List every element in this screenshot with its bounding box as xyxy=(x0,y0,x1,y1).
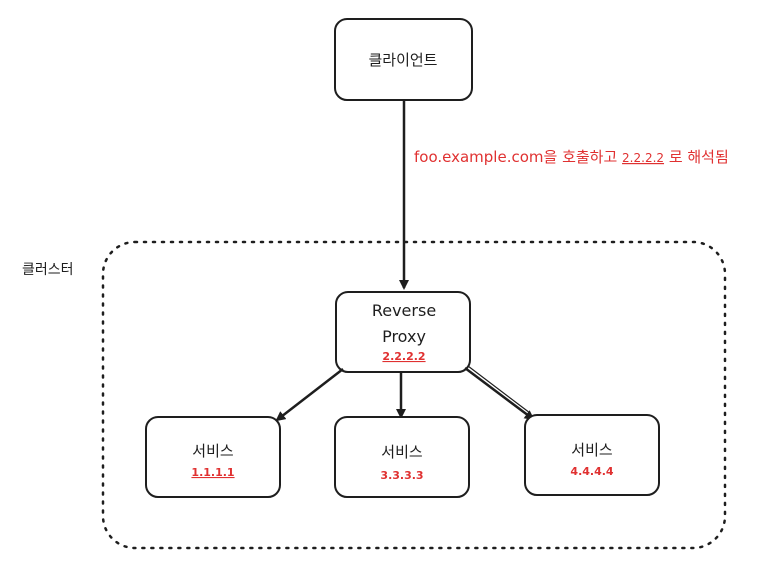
cluster-boundary xyxy=(101,240,727,550)
reverse-proxy-node: Reverse Proxy 2.2.2.2 xyxy=(335,291,471,373)
request-note-ip: 2.2.2.2 xyxy=(622,151,664,165)
service-node-1: 서비스 1.1.1.1 xyxy=(145,416,281,498)
proxy-to-service-3-arrow-sketch xyxy=(467,365,531,414)
service-2-label: 서비스 xyxy=(381,443,423,461)
request-note-suffix: 로 해석됨 xyxy=(669,148,729,166)
service-3-label: 서비스 xyxy=(571,441,613,459)
service-node-3: 서비스 4.4.4.4 xyxy=(524,414,660,496)
service-node-2: 서비스 3.3.3.3 xyxy=(334,416,470,498)
service-1-ip: 1.1.1.1 xyxy=(191,466,234,479)
proxy-ip: 2.2.2.2 xyxy=(382,350,425,363)
svg-text:foo.example.com을 호출하고 2: foo.example.com을 호출하고 2.2.2.2 로 해석됨 xyxy=(414,148,729,166)
request-note: foo.example.com을 호출하고 2.2.2.2 로 해석됨 xyxy=(414,148,729,166)
client-node: 클라이언트 xyxy=(334,18,473,101)
proxy-label-line1: Reverse xyxy=(372,301,436,320)
cluster-label: 클러스터 xyxy=(22,262,74,278)
service-3-ip: 4.4.4.4 xyxy=(570,465,613,478)
client-label: 클라이언트 xyxy=(368,51,437,69)
request-note-prefix: foo.example.com을 호출하고 xyxy=(414,148,622,166)
proxy-to-service-1-arrow xyxy=(275,368,344,422)
service-1-label: 서비스 xyxy=(192,442,234,460)
service-2-ip: 3.3.3.3 xyxy=(380,469,423,482)
proxy-label-line2: Proxy xyxy=(382,327,426,346)
proxy-to-service-3-arrow xyxy=(464,367,535,421)
